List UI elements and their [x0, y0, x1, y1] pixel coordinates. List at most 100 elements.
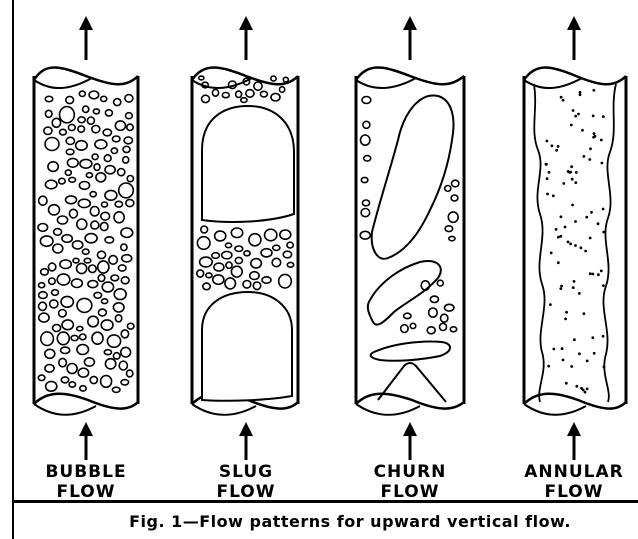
droplet: [584, 250, 587, 253]
bubble: [66, 149, 74, 154]
bubble: [40, 236, 53, 246]
bubble: [97, 251, 105, 258]
droplet: [574, 115, 577, 118]
bubble: [39, 196, 47, 205]
droplet: [569, 171, 572, 174]
bubble: [111, 148, 117, 154]
bubble: [105, 190, 117, 200]
bubble: [98, 309, 106, 316]
bubble: [225, 243, 231, 248]
bubble: [92, 154, 98, 160]
bubble: [45, 180, 57, 189]
droplet: [577, 113, 580, 116]
bubble: [199, 76, 204, 80]
upward-arrow-top: [567, 16, 581, 60]
bubble: [77, 298, 92, 312]
droplet: [555, 228, 558, 231]
bubble: [440, 323, 447, 330]
bubble: [69, 382, 75, 387]
bubble: [57, 274, 70, 285]
bubble: [213, 275, 224, 284]
bubble: [214, 263, 224, 271]
bubble: [60, 129, 67, 135]
droplet: [602, 208, 605, 211]
bubble: [235, 257, 242, 263]
bubble: [101, 212, 110, 220]
bubble: [45, 96, 53, 101]
bubble: [49, 205, 60, 215]
droplet: [589, 272, 592, 275]
bubble: [69, 209, 77, 218]
bubble: [101, 96, 107, 101]
bubble: [83, 106, 89, 112]
bubble: [430, 296, 438, 302]
bubble: [66, 137, 74, 144]
bubble: [38, 224, 48, 232]
droplet: [560, 215, 563, 218]
upward-arrow-top: [403, 16, 417, 60]
bubble: [61, 296, 73, 307]
bubble: [52, 118, 60, 127]
bubble: [77, 326, 83, 330]
churn-flow-pipe: [356, 16, 464, 460]
bubble: [94, 292, 102, 298]
bubble: [272, 258, 281, 266]
droplet: [592, 89, 595, 92]
bubble: [123, 157, 129, 163]
bubble: [57, 332, 69, 345]
bubble: [127, 323, 134, 329]
bubble: [197, 237, 210, 250]
bubble: [60, 260, 71, 269]
droplet: [602, 284, 605, 287]
bubble: [449, 236, 455, 240]
bubble: [246, 90, 254, 98]
bubble: [50, 300, 58, 308]
bubble: [65, 170, 71, 175]
droplet: [551, 144, 554, 147]
droplet: [574, 181, 577, 184]
bubble: [121, 330, 128, 338]
slug-flow-label: SLUG FLOW: [186, 462, 306, 502]
bubble: [118, 169, 125, 176]
droplet: [571, 178, 574, 181]
droplet: [575, 171, 578, 174]
bubble: [287, 242, 293, 248]
bubble: [94, 164, 100, 171]
bubble: [197, 270, 204, 277]
taylor-bubble-lower: [202, 292, 292, 401]
droplet: [570, 124, 573, 127]
droplet: [578, 352, 581, 355]
bubble: [85, 234, 97, 243]
bubble: [82, 249, 89, 254]
bubble: [79, 182, 89, 190]
upward-arrow-bottom: [239, 422, 253, 460]
bubble: [53, 325, 61, 332]
bubble: [251, 259, 262, 268]
bubble: [87, 117, 94, 124]
bubble: [45, 110, 52, 117]
droplet: [579, 93, 582, 96]
bubble: [118, 265, 126, 271]
bubble: [287, 262, 293, 267]
bubble: [100, 222, 108, 230]
bubble: [452, 180, 459, 187]
bubble: [361, 135, 370, 145]
bubble: [122, 255, 132, 262]
droplet: [555, 149, 558, 152]
droplet: [580, 246, 583, 249]
bubble: [102, 299, 108, 304]
bubble: [90, 192, 96, 197]
bubble: [401, 325, 408, 333]
bubble: [273, 245, 280, 250]
droplet: [562, 182, 565, 185]
bubble: [41, 332, 54, 346]
droplet: [592, 273, 595, 276]
droplet: [565, 311, 568, 314]
droplet: [557, 236, 560, 239]
bubble: [78, 368, 88, 377]
bubble: [62, 320, 73, 330]
bubble: [364, 156, 371, 161]
entrained-droplets: [545, 89, 606, 394]
droplet: [586, 388, 589, 391]
droplet: [572, 109, 575, 112]
